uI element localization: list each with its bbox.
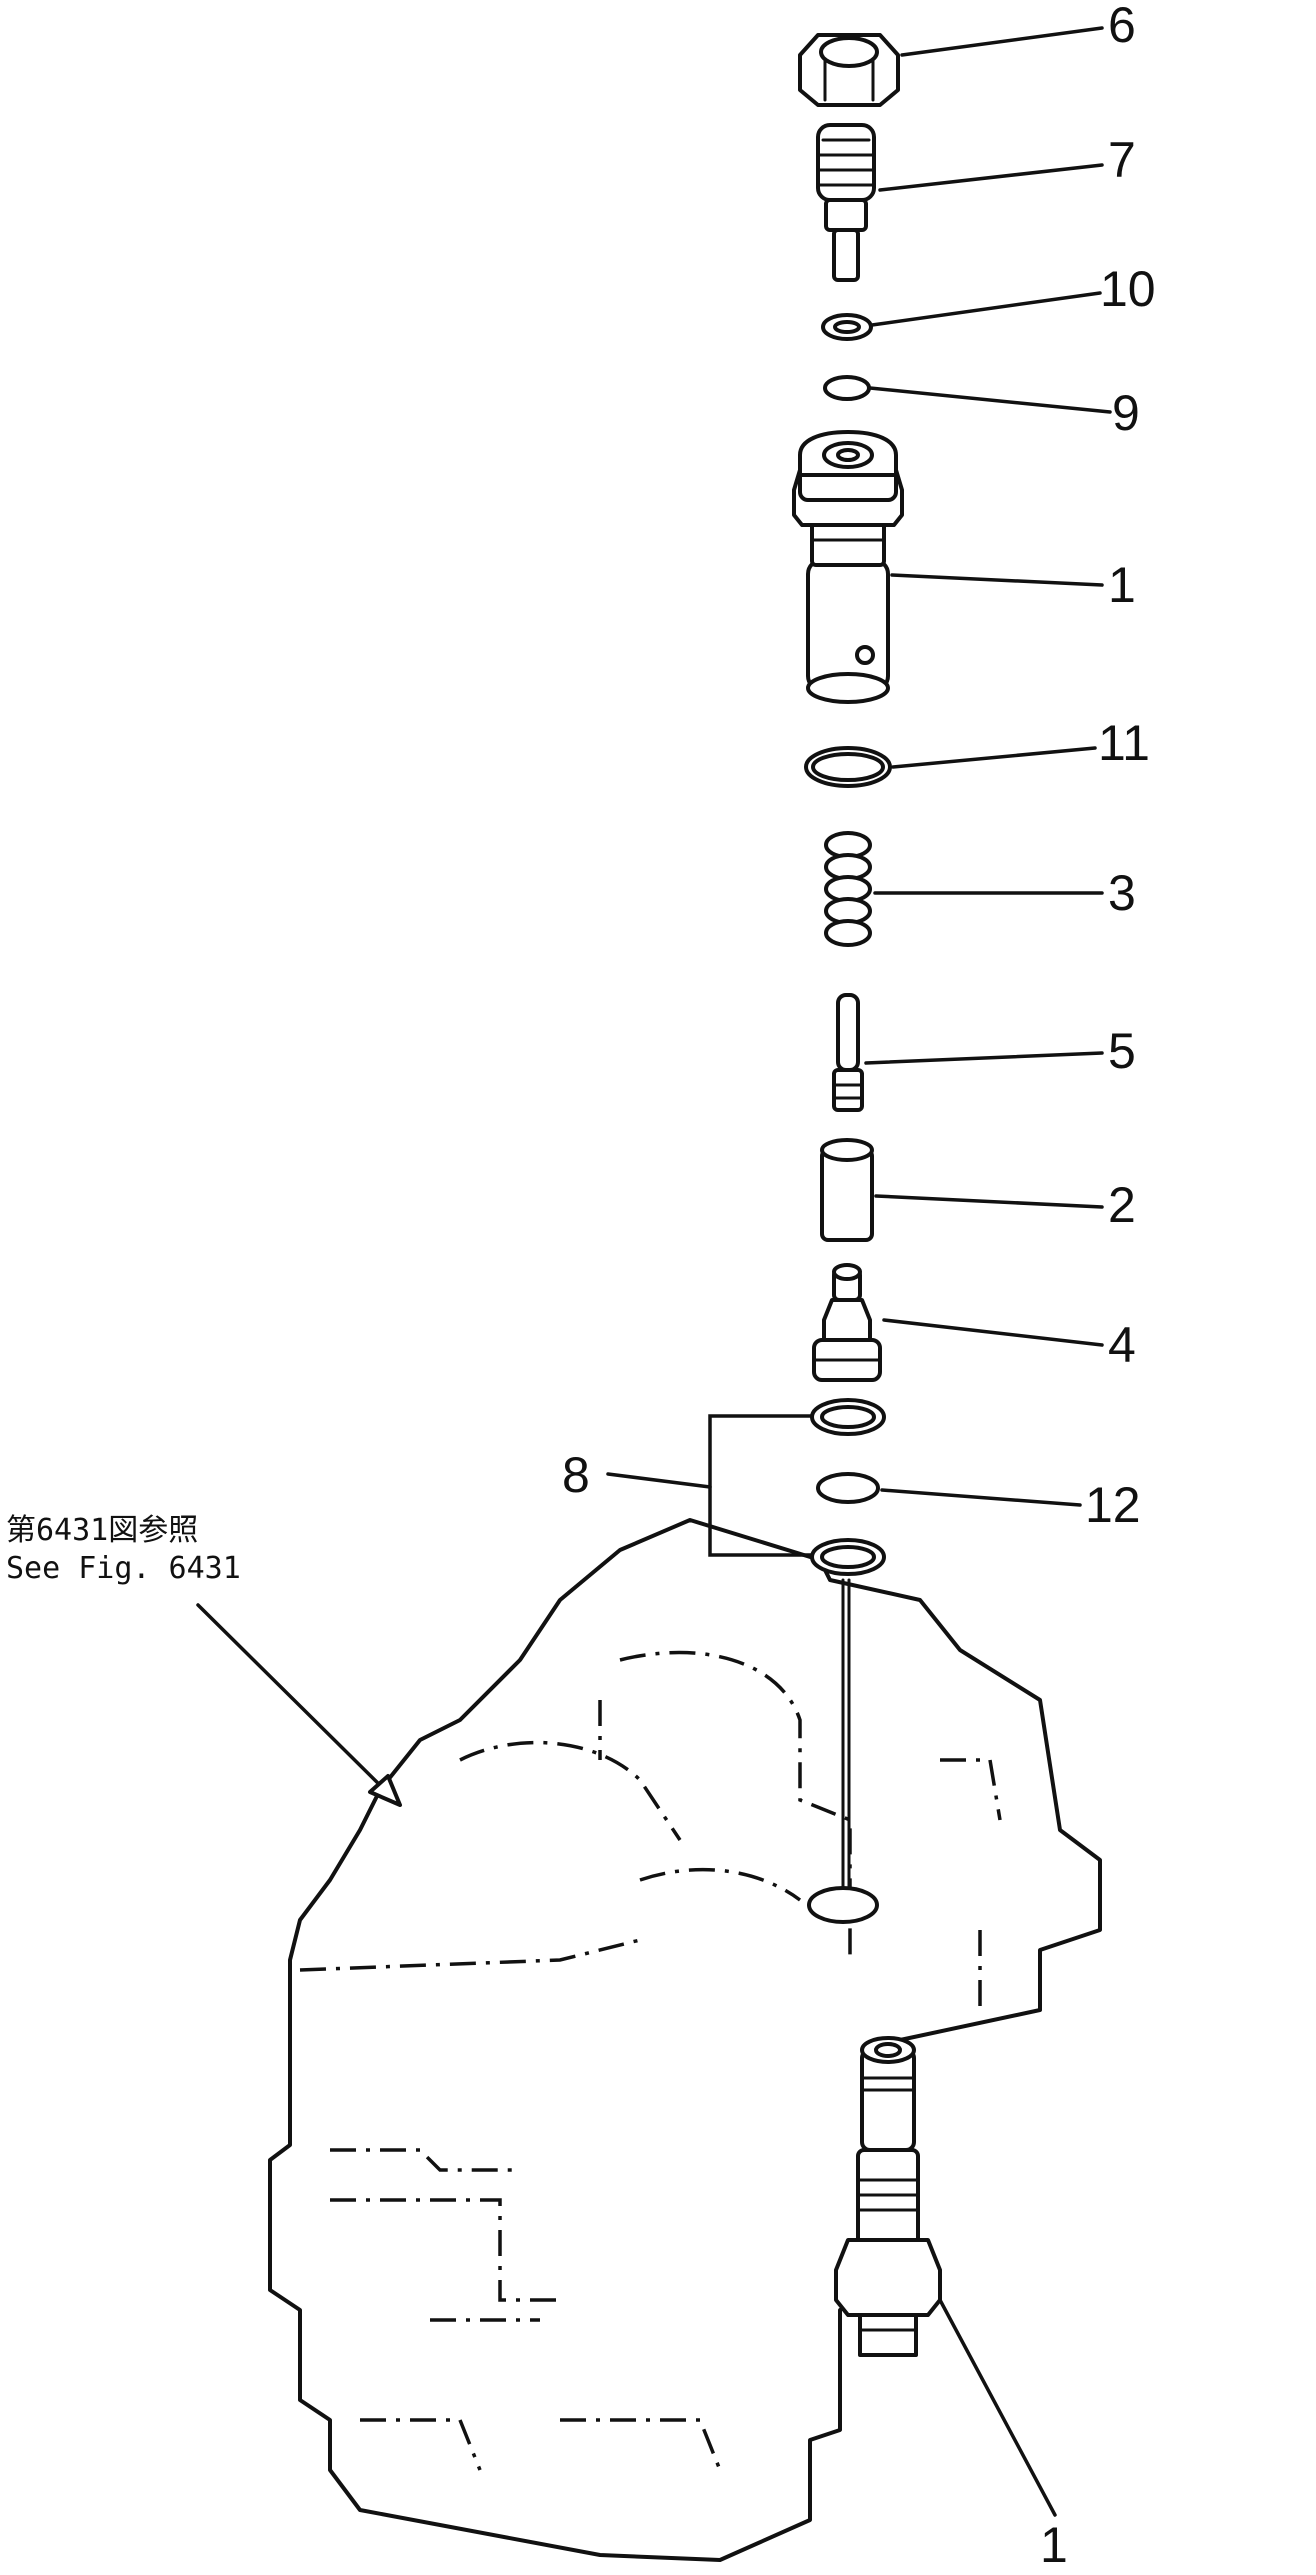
callout-10: 10: [1100, 261, 1156, 317]
callout-9: 9: [1112, 385, 1140, 441]
part-11-o-ring: [804, 746, 892, 788]
part-3-spring: [824, 831, 872, 947]
part-5-plunger: [832, 993, 864, 1112]
reference-english: See Fig. 6431: [6, 1551, 241, 1586]
part-6-cap-nut: [798, 33, 900, 107]
callout-1-top: 1: [1108, 557, 1136, 613]
part-2-sleeve: [820, 1138, 874, 1242]
valve-housing: [268, 1518, 1102, 2562]
part-7-adjusting-screw: [816, 123, 876, 282]
part-4-poppet: [812, 1263, 882, 1382]
callout-8: 8: [562, 1447, 590, 1503]
callout-7: 7: [1108, 132, 1136, 188]
callout-12: 12: [1085, 1477, 1141, 1533]
callout-5: 5: [1108, 1023, 1136, 1079]
part-10-small-ring: [821, 313, 873, 341]
figure-reference-note: 第6431図参照 See Fig. 6431: [6, 1513, 241, 1586]
part-8-seal-ring-upper: [810, 1398, 886, 1436]
callout-6: 6: [1108, 0, 1136, 53]
callout-3: 3: [1108, 865, 1136, 921]
installed-valve-cartridge: [834, 2036, 942, 2357]
part-1-valve-body: [792, 430, 904, 704]
callout-11: 11: [1098, 715, 1150, 771]
callout-2: 2: [1108, 1177, 1136, 1233]
callout-4: 4: [1108, 1317, 1136, 1373]
reference-japanese: 第6431図参照: [6, 1513, 198, 1548]
part-12-o-ring: [816, 1472, 880, 1504]
part-9-o-ring: [823, 375, 871, 401]
callout-1-bottom: 1: [1040, 2517, 1068, 2573]
part-8-seal-ring-lower: [810, 1538, 886, 1576]
leader-lines: [196, 26, 1112, 2517]
callout-labels: 6 7 10 9 1 11 3 5 2 4 8 12 1: [562, 0, 1156, 2573]
